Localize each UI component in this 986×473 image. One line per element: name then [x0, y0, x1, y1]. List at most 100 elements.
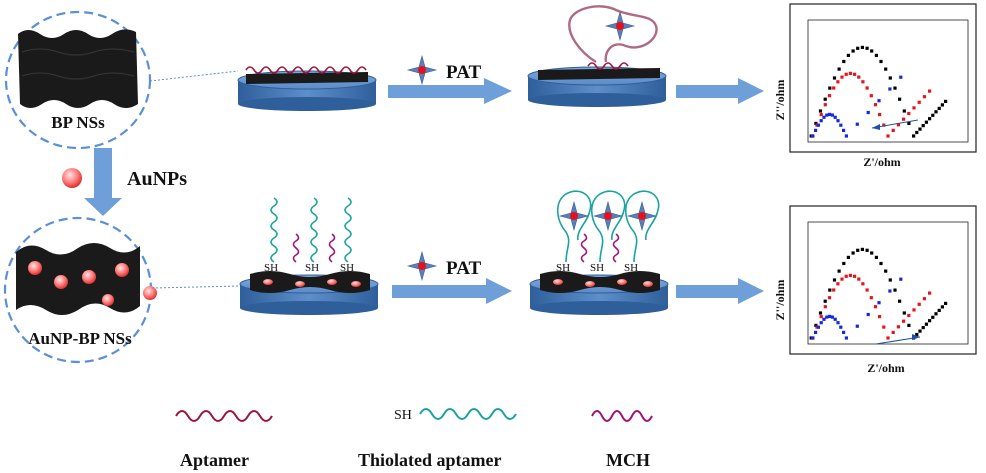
curve-point	[855, 122, 859, 126]
curve-point	[811, 336, 815, 340]
curve-point	[842, 59, 846, 64]
bp-nss-oval: BP NSs	[4, 10, 152, 150]
curve-point	[814, 323, 818, 327]
curve-point	[907, 313, 911, 318]
chart2-xlabel: Z'/ohm	[867, 361, 904, 375]
curve-point	[814, 330, 818, 334]
curve-point	[921, 124, 925, 128]
legend-mch-swatch	[591, 410, 653, 422]
curve-point	[836, 282, 840, 286]
bp-sheet	[18, 29, 138, 108]
connector-top	[149, 70, 239, 82]
curve-point	[836, 80, 840, 84]
chart2-ylabel: Z''/ohm	[773, 280, 787, 321]
curve-point	[882, 123, 886, 127]
curve-point	[888, 87, 892, 91]
curve-point	[861, 282, 865, 286]
thiolated-aptamer-strand	[270, 197, 278, 263]
curve-point	[937, 308, 941, 312]
curve-point	[902, 117, 906, 121]
curve-point	[907, 121, 911, 125]
sh-label: SH	[305, 262, 319, 274]
curve-point	[884, 67, 888, 71]
pat-arrow-bottom: PAT	[392, 251, 512, 304]
curve-point	[832, 288, 836, 292]
arrow-to-chart-1	[676, 78, 764, 104]
curve-point	[928, 117, 932, 121]
legend-sh-label: SH	[394, 408, 412, 423]
arrow-to-chart-2	[676, 278, 764, 304]
curve-point	[839, 123, 843, 127]
legend-mch-label: MCH	[606, 450, 650, 470]
curve-point	[818, 311, 823, 315]
curve-point	[851, 251, 855, 255]
curve-point	[888, 278, 892, 282]
curve-point	[893, 288, 897, 292]
curve-point	[874, 255, 878, 259]
folded-thiolated-aptamer	[590, 190, 626, 263]
curve-point	[915, 332, 919, 337]
curve-point	[819, 321, 823, 325]
curve-point	[865, 46, 869, 50]
impedance-chart-2: Z''/ohm Z'/ohm	[773, 205, 977, 375]
curve-point	[851, 49, 855, 53]
curve-point	[879, 59, 883, 64]
curve-point	[893, 86, 897, 90]
aptamer-strand	[245, 66, 367, 74]
curve-point	[877, 301, 881, 305]
mch-strand	[612, 233, 620, 263]
curve-point	[811, 134, 815, 138]
curve-point	[898, 299, 902, 303]
curve-point	[839, 325, 843, 329]
electrode-bottom-2: SH SH SH	[529, 190, 669, 315]
legend-thiolated-aptamer-swatch	[419, 408, 517, 420]
curve-point	[917, 100, 921, 104]
curve-point	[870, 251, 874, 255]
sh-label: SH	[556, 262, 570, 274]
aunps-label: AuNPs	[127, 168, 187, 190]
curve-point	[869, 296, 873, 300]
curve-point	[907, 111, 911, 116]
curve-point	[860, 45, 864, 49]
curve-point	[828, 112, 832, 116]
electrode-top-1	[237, 66, 377, 111]
curve-point	[861, 80, 865, 84]
curve-point	[924, 120, 928, 124]
curve-point	[856, 46, 860, 50]
curve-point	[814, 128, 818, 132]
folded-thiolated-aptamer	[556, 190, 592, 263]
curve-point	[928, 291, 932, 295]
curve-point	[899, 75, 903, 79]
curve-point	[915, 130, 919, 135]
curve-point	[837, 269, 841, 273]
curve-point	[828, 86, 832, 90]
curve-point	[853, 72, 857, 76]
curve-point	[814, 121, 818, 125]
curve-point	[891, 330, 895, 334]
curve-point	[822, 317, 826, 321]
connector-bottom	[151, 285, 241, 289]
curve-point	[825, 315, 829, 319]
curve-point	[825, 113, 829, 117]
curve-point	[833, 317, 837, 321]
aunp-particle-icon	[62, 168, 82, 188]
curve-point	[822, 115, 826, 119]
aunp-on-sheet	[115, 263, 129, 277]
curve-point	[896, 123, 900, 127]
curve-point	[816, 325, 820, 329]
aunp-bp-nss-oval: AuNP-BP NSs	[3, 216, 157, 364]
curve-point	[874, 53, 878, 57]
curve-point	[809, 336, 813, 340]
curve-point	[848, 71, 852, 75]
thiolated-aptamer-strand	[344, 197, 352, 263]
curve-point	[830, 315, 834, 319]
curve-point	[832, 278, 837, 282]
curve-point	[865, 86, 869, 90]
curve-point	[879, 261, 883, 266]
aunp-on-sheet	[102, 294, 114, 306]
curve-point	[857, 277, 861, 281]
curve-point	[922, 95, 926, 99]
curve-point	[827, 296, 832, 300]
curve-point	[878, 315, 882, 319]
curve-point	[918, 329, 922, 333]
